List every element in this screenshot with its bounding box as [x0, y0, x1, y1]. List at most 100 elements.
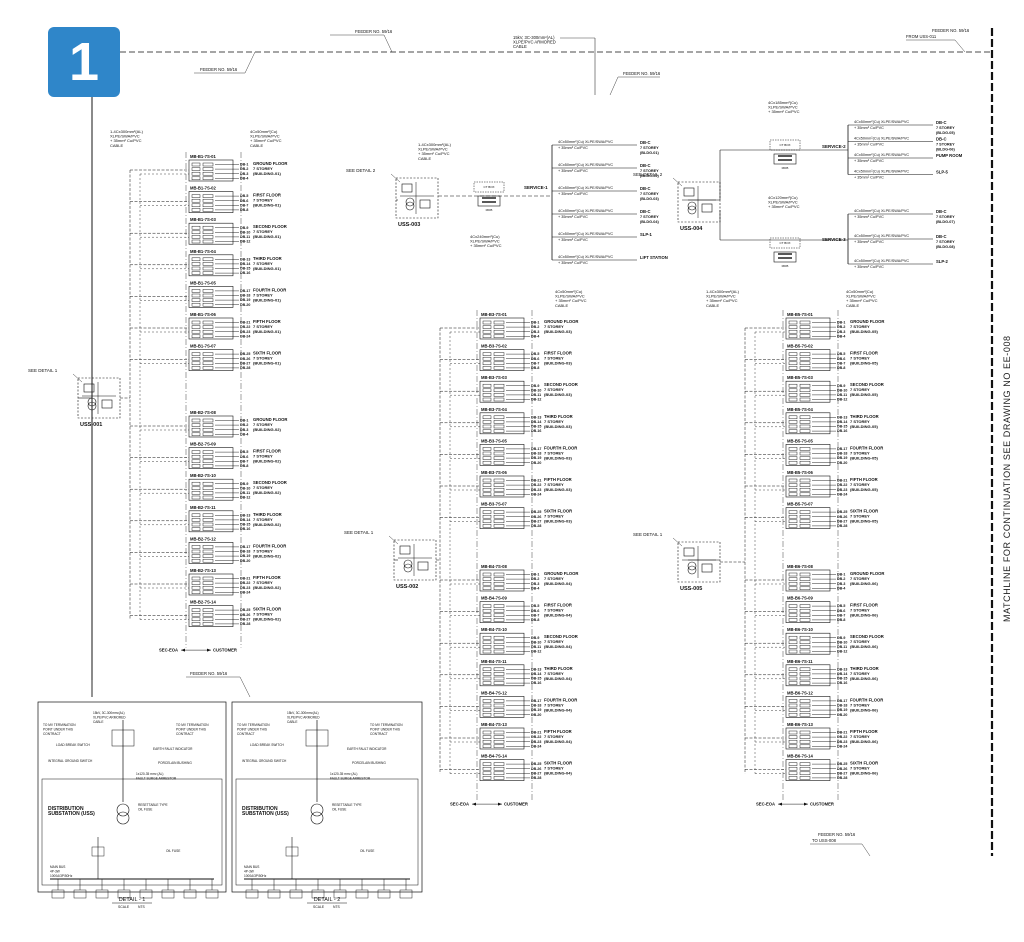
load-label: DB-C: [936, 120, 946, 125]
db-label: DB-24: [240, 334, 250, 338]
meter-symbol: [482, 577, 492, 581]
breaker-symbol: [493, 429, 505, 433]
arrow-head: [498, 802, 502, 806]
breaker-symbol: [202, 203, 214, 208]
breaker-symbol: [493, 483, 505, 487]
meter-symbol: [788, 492, 798, 497]
building-label: (BUILDING-06): [850, 771, 878, 776]
meter-board: [479, 380, 525, 403]
breaker-symbol: [799, 510, 811, 514]
db-label: DB-21: [531, 479, 541, 483]
breaker-symbol: [799, 667, 811, 672]
meter-board-label: MB-B5-7S-03: [787, 375, 813, 380]
building-label: (BUILDING-01): [253, 203, 281, 208]
db-label: DB-13: [531, 667, 541, 671]
matchline-label: MATCHLINE FOR CONTINUATION SEE DRAWING N…: [1002, 335, 1012, 622]
load-label: (BLDG-08): [936, 245, 956, 249]
storey-label: 7 STOREY: [850, 356, 870, 361]
see-detail-label: SEE DETAIL 2: [633, 172, 663, 177]
breaker-symbol: [285, 846, 299, 857]
detail-text: CABLE: [287, 720, 297, 724]
breaker-symbol: [799, 730, 811, 735]
meter-symbol: [788, 329, 798, 334]
breaker-symbol: [493, 320, 505, 325]
transformer-symbol: [405, 201, 415, 211]
meter-board-label: MB-B3-7S-06: [481, 470, 507, 475]
service-cable: + 35mm² Cu/PVC: [854, 176, 884, 180]
building-label: (BUILDING-03): [544, 329, 572, 334]
cable-label: + 35mm² Cu/PVC: [846, 298, 878, 303]
meter-board: [479, 475, 525, 498]
transformer-symbol: [687, 201, 697, 211]
breaker-symbol: [799, 429, 811, 433]
db-label: DB-3: [240, 172, 248, 176]
db-label: DB-11: [837, 645, 847, 649]
floor-label: THIRD FLOOR: [544, 414, 573, 419]
breaker-symbol: [493, 635, 505, 640]
meter-symbol: [788, 712, 798, 717]
storey-label: 7 STOREY: [253, 166, 273, 171]
breaker-symbol: [799, 708, 811, 712]
breaker-symbol: [493, 640, 505, 645]
meter-board: [785, 475, 831, 498]
meter-symbol: [482, 352, 492, 356]
substation-box: [395, 177, 439, 219]
meter-board-label: MB-B2-7S-13: [190, 568, 216, 573]
meter-symbol: [482, 703, 492, 708]
storey-label: 7 STOREY: [253, 612, 273, 617]
db-label: DB-1: [240, 163, 248, 167]
breaker-symbol: [493, 356, 505, 361]
detail-text: INTEGRAL GROUND SWITCH: [48, 759, 93, 763]
wire: [244, 51, 256, 74]
db-label: DB-9: [240, 482, 248, 486]
detail-text: CONTRACT: [43, 732, 61, 736]
db-label: DB-26: [240, 357, 250, 361]
meter-board: [479, 759, 525, 781]
meter-board-label: MB-B5-7S-05: [787, 438, 813, 443]
building-label: (BUILDING-02): [253, 553, 281, 558]
db-label: DB-26: [837, 767, 847, 771]
substation-label: USS-001: [80, 422, 102, 428]
storey-label: 7 STOREY: [544, 450, 564, 455]
db-label: DB-18: [240, 294, 250, 298]
service-cable: + 35mm² Cu/PVC: [854, 215, 884, 219]
meter-board: [188, 478, 234, 501]
db-label: DB-10: [837, 388, 847, 392]
service-cable: 4Cx50mm²(Cu) XLPE/SWA/PVC: [558, 140, 613, 144]
storey-label: 7 STOREY: [544, 419, 564, 424]
load-label: SLP-1: [640, 232, 653, 237]
detail-subtitle: DISTRIBUTION: [242, 806, 278, 812]
breaker-symbol: [202, 558, 214, 563]
meter-symbol: [191, 432, 201, 437]
db-label: DB-4: [531, 334, 539, 338]
db-label: DB-13: [240, 257, 250, 261]
db-label: DB-7: [531, 361, 539, 365]
load-label: SLP-5: [936, 170, 949, 175]
cable-label: XLPE/SWA/PVC: [555, 294, 585, 299]
meter-symbol: [191, 418, 201, 423]
meter-symbol: [191, 450, 201, 454]
breaker-symbol: [202, 518, 214, 522]
service-cable: 4Cx50mm²(Cu) XLPE/SWA/PVC: [854, 234, 909, 238]
cable-label: XLPE/SWA/PVC: [418, 147, 448, 152]
meter-symbol: [482, 510, 492, 514]
meter-symbol: [788, 361, 798, 366]
meter-symbol: [191, 622, 201, 626]
db-label: DB-22: [837, 483, 847, 487]
building-label: (BUILDING-02): [253, 585, 281, 590]
meter-symbol: [191, 225, 201, 230]
meter-symbol: [482, 492, 492, 497]
breaker-symbol: [202, 235, 214, 239]
breaker-symbol: [493, 581, 505, 586]
building-label: (BUILDING-02): [253, 427, 281, 432]
see-detail-label: SEE DETAIL 2: [346, 168, 376, 173]
meter-board-label: MB-B6-7S-08: [787, 564, 813, 569]
arrow-head: [804, 802, 808, 806]
service-cable: 4Cx50mm²(Cu) XLPE/SWA/PVC: [854, 153, 909, 157]
substation-box: [677, 181, 721, 223]
meter-symbol: [482, 681, 492, 685]
storey-label: 7 STOREY: [544, 766, 564, 771]
cable-label: XLPE/PVC ARMORED: [513, 40, 556, 45]
meter-board-label: MB-B2-7S-08: [190, 410, 216, 415]
